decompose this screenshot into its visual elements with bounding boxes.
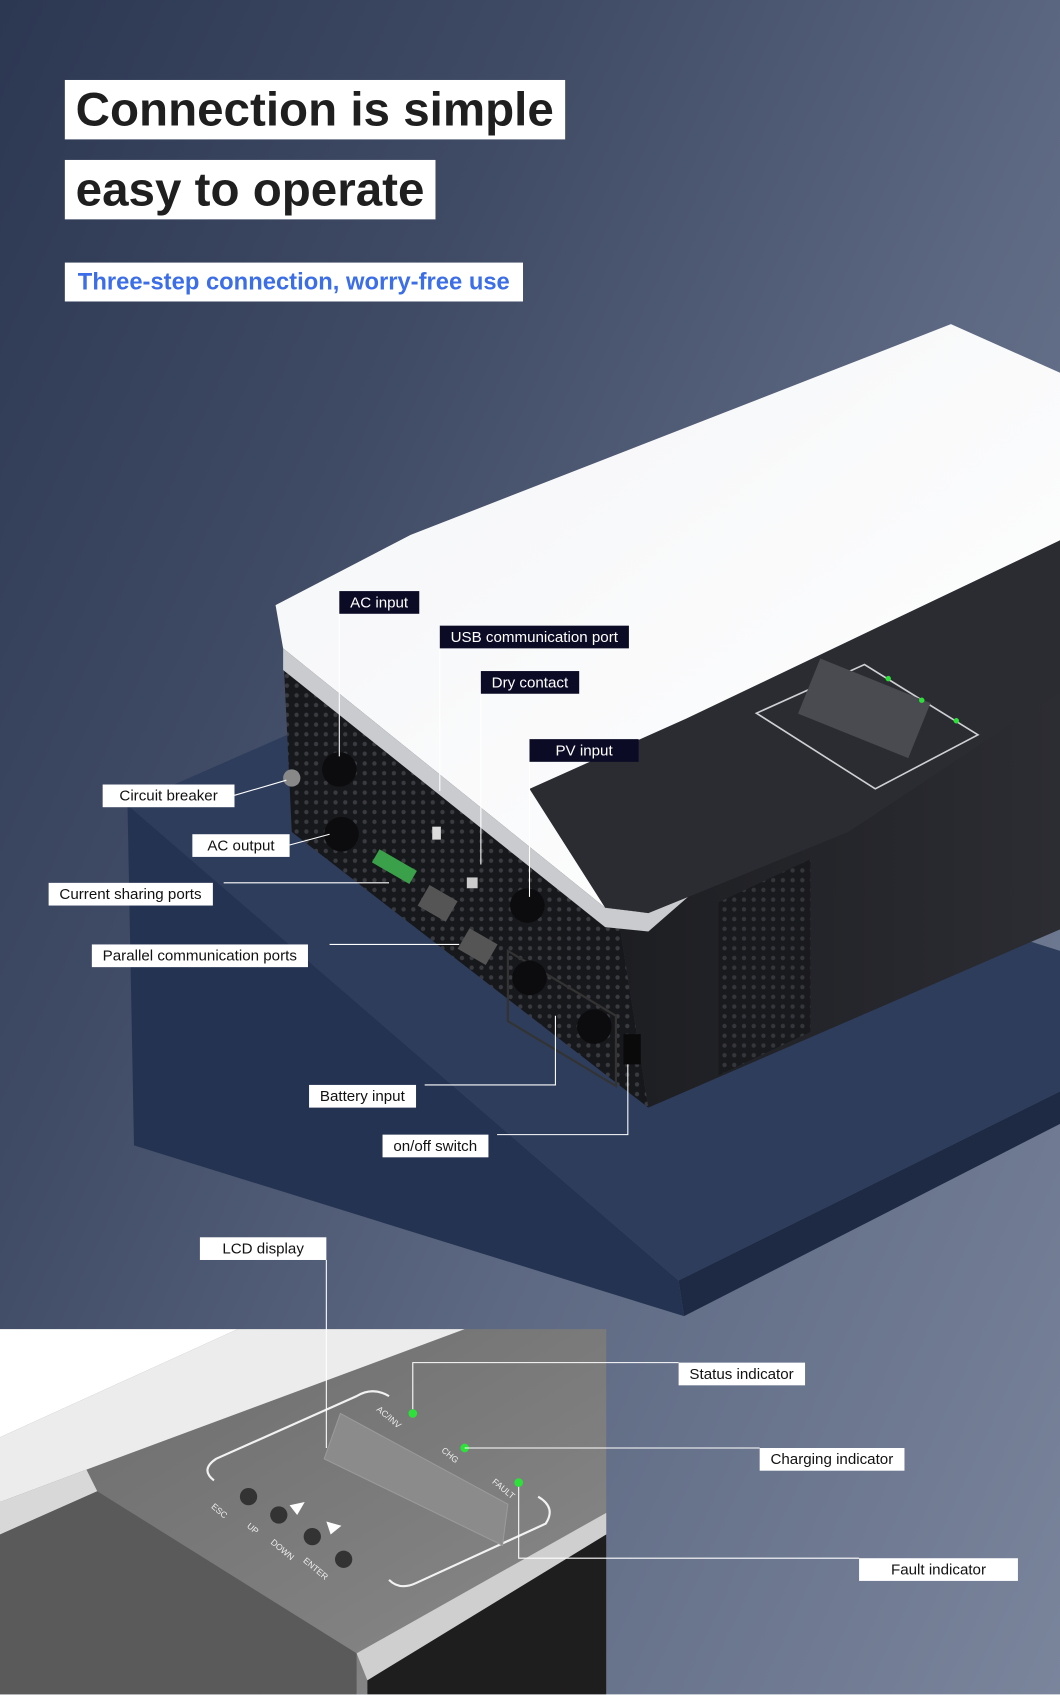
fault-led <box>514 1478 524 1487</box>
top-dark-panel <box>529 540 1060 914</box>
ac-output-port <box>324 816 359 852</box>
pedestal-front <box>127 805 685 1317</box>
inset-callout-lines <box>325 1259 860 1559</box>
battery-port-2 <box>577 1009 612 1044</box>
status-led <box>408 1409 418 1418</box>
control-panel-closeup: ESC UP DOWN ENTER AC/INV CHG FAULT <box>0 1329 607 1695</box>
inverter-top-white <box>275 324 1060 914</box>
onoff-switch <box>623 1034 641 1065</box>
label-circuit-breaker: Circuit breaker <box>102 784 235 808</box>
label-fault-indicator: Fault indicator <box>859 1558 1018 1581</box>
battery-port-1 <box>512 960 547 996</box>
pedestal-right <box>678 1091 1060 1317</box>
title-line-2: easy to operate <box>64 159 436 220</box>
lcd-screen <box>323 1412 509 1547</box>
vent-grille <box>718 859 811 1076</box>
label-status-indicator: Status indicator <box>678 1362 805 1386</box>
label-lcd-display: LCD display <box>199 1237 327 1260</box>
lcd-screen-small <box>798 658 931 759</box>
label-parallel-comm: Parallel communication ports <box>91 944 308 968</box>
label-battery-input: Battery input <box>309 1084 416 1108</box>
label-pv-input: PV input <box>529 739 639 762</box>
ac-input-port <box>322 752 357 787</box>
inverter-front-face <box>283 648 649 1108</box>
callout-lines <box>223 601 629 1136</box>
pv-input-port <box>510 888 545 923</box>
label-current-sharing: Current sharing ports <box>48 882 213 906</box>
circuit-breaker <box>283 769 301 787</box>
label-onoff-switch: on/off switch <box>382 1134 488 1158</box>
title-line-1: Connection is simple <box>64 79 565 140</box>
label-charging-indicator: Charging indicator <box>759 1448 905 1471</box>
label-usb-port: USB communication port <box>439 625 629 649</box>
subtitle: Three-step connection, worry-free use <box>64 262 523 302</box>
label-dry-contact: Dry contact <box>480 671 579 694</box>
label-ac-input: AC input <box>339 591 419 614</box>
label-ac-output: AC output <box>192 834 290 857</box>
current-sharing-terminal <box>371 849 417 884</box>
